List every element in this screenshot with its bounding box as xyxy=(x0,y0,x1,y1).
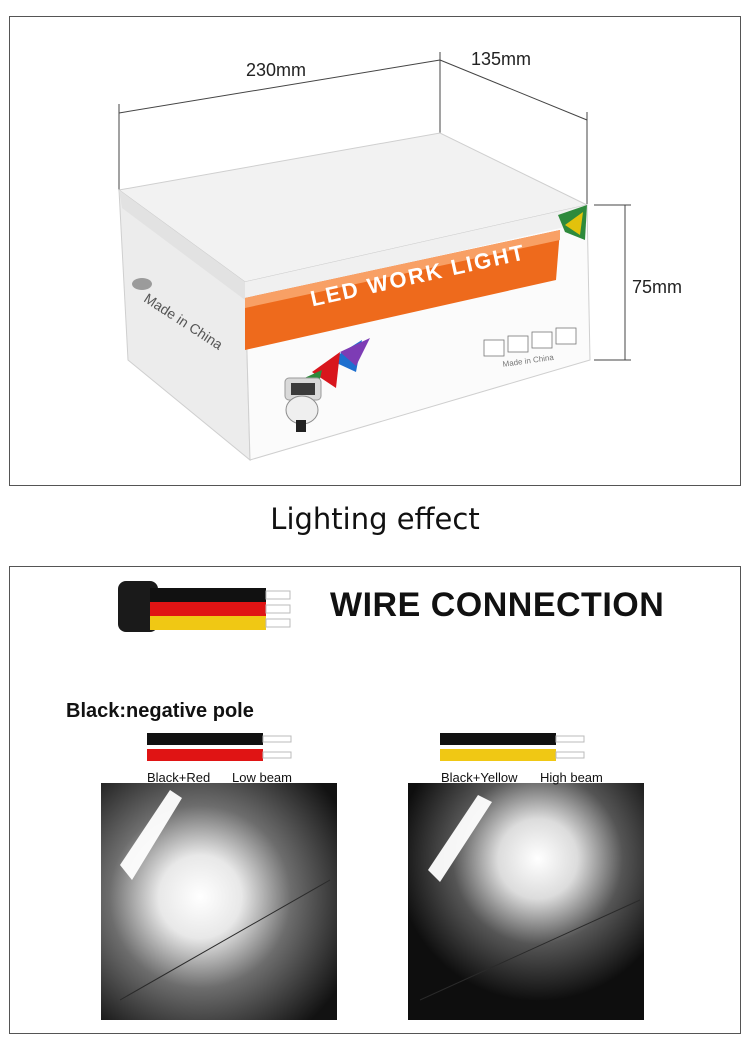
dimension-lines xyxy=(118,52,631,361)
negative-pole-label: Black:negative pole xyxy=(66,700,254,722)
wire-connection-title: WIRE CONNECTION xyxy=(330,586,665,624)
high-combo-label: Black+Yellow xyxy=(441,770,518,785)
depth-dimension-label: 135mm xyxy=(471,49,532,69)
low-beam-photo xyxy=(101,783,337,1020)
height-dimension-label: 75mm xyxy=(632,277,683,297)
orange-band xyxy=(245,230,560,350)
black-yellow-wire-icon xyxy=(440,733,585,761)
low-beam-label: Low beam xyxy=(232,770,292,785)
high-beam-photo xyxy=(408,783,644,1020)
lighting-effect-heading: Lighting effect xyxy=(270,502,480,536)
high-beam-label: High beam xyxy=(540,770,603,785)
low-combo-label: Black+Red xyxy=(147,770,211,785)
product-box xyxy=(117,132,591,462)
width-dimension-label: 230mm xyxy=(246,60,307,80)
wire-bundle-icon xyxy=(118,581,291,632)
black-red-wire-icon xyxy=(147,733,292,761)
